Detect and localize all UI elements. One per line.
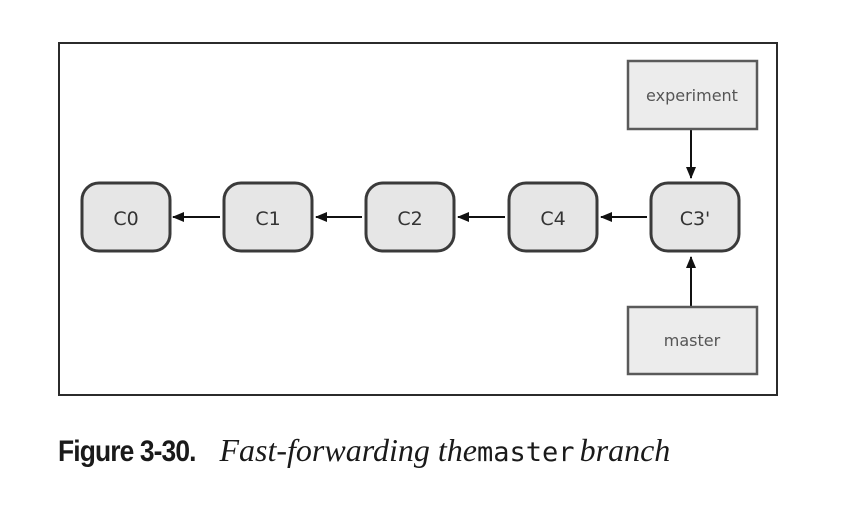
- caption-code: master: [476, 437, 575, 468]
- commit-node-c3p: C3': [649, 181, 741, 253]
- commit-node-c1: C1: [222, 181, 314, 253]
- commit-label-c3p: C3': [680, 208, 711, 230]
- commit-node-c2: C2: [364, 181, 456, 253]
- branch-label-master: master: [664, 331, 721, 350]
- commit-label-c4: C4: [540, 208, 565, 230]
- caption-label: Figure 3-30.: [58, 435, 197, 468]
- commit-label-c2: C2: [397, 208, 422, 230]
- commit-node-c0: C0: [80, 181, 172, 253]
- figure-frame: C0 C1 C2 C4 C3' experiment master: [58, 42, 778, 396]
- branch-label-experiment: experiment: [646, 86, 738, 105]
- figure-caption: Figure 3-30. Fast-forwarding themaster b…: [58, 432, 670, 469]
- caption-text-end: branch: [579, 432, 671, 468]
- commit-label-c1: C1: [255, 208, 280, 230]
- commit-diagram: C0 C1 C2 C4 C3' experiment master: [80, 59, 759, 376]
- branch-box-master: master: [626, 305, 759, 376]
- caption-text: Fast-forwarding the: [219, 432, 477, 468]
- commit-label-c0: C0: [113, 208, 138, 230]
- commit-node-c4: C4: [507, 181, 599, 253]
- branch-box-experiment: experiment: [626, 59, 759, 131]
